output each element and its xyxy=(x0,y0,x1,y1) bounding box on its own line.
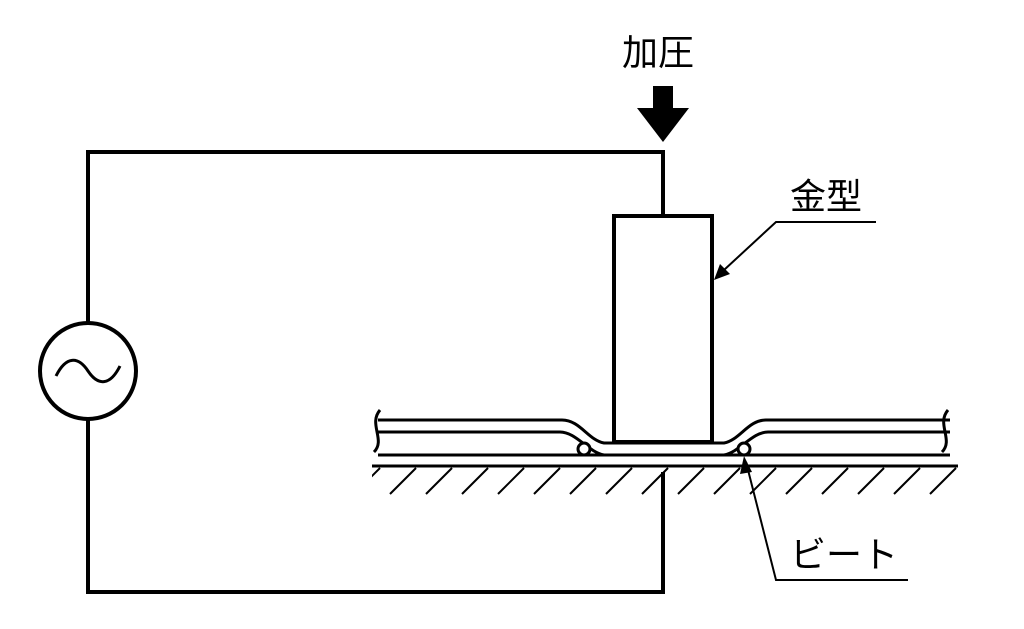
hatch-line xyxy=(641,467,669,495)
hatch-line xyxy=(389,467,417,495)
hatch-line xyxy=(461,467,489,495)
hatch-line xyxy=(785,467,813,495)
hatch-line xyxy=(857,467,885,495)
hatch-line xyxy=(893,467,921,495)
weld-bead xyxy=(576,441,752,457)
hatch-line xyxy=(497,467,525,495)
down-arrow-icon xyxy=(637,86,689,142)
hatch-line xyxy=(533,467,561,495)
hatch-line xyxy=(929,467,957,495)
hatch-line xyxy=(569,467,597,495)
ground-hatching xyxy=(372,467,957,495)
ac-source-icon xyxy=(38,321,138,421)
pressure-label: 加圧 xyxy=(622,33,695,74)
mold-block xyxy=(612,214,714,444)
hatch-line xyxy=(821,467,849,495)
mold-label: 金型 xyxy=(790,177,863,218)
hatch-line xyxy=(605,467,633,495)
circuit-wire xyxy=(86,150,665,594)
hatch-line xyxy=(749,467,777,495)
mold-leader xyxy=(714,221,876,280)
workpiece-sheets xyxy=(372,409,958,468)
hatch-line xyxy=(372,467,381,478)
hatch-line xyxy=(425,467,453,495)
bead-label: ビート xyxy=(790,535,899,576)
hatch-line xyxy=(677,467,705,495)
bead-leader xyxy=(740,456,908,581)
hatch-line xyxy=(713,467,741,495)
